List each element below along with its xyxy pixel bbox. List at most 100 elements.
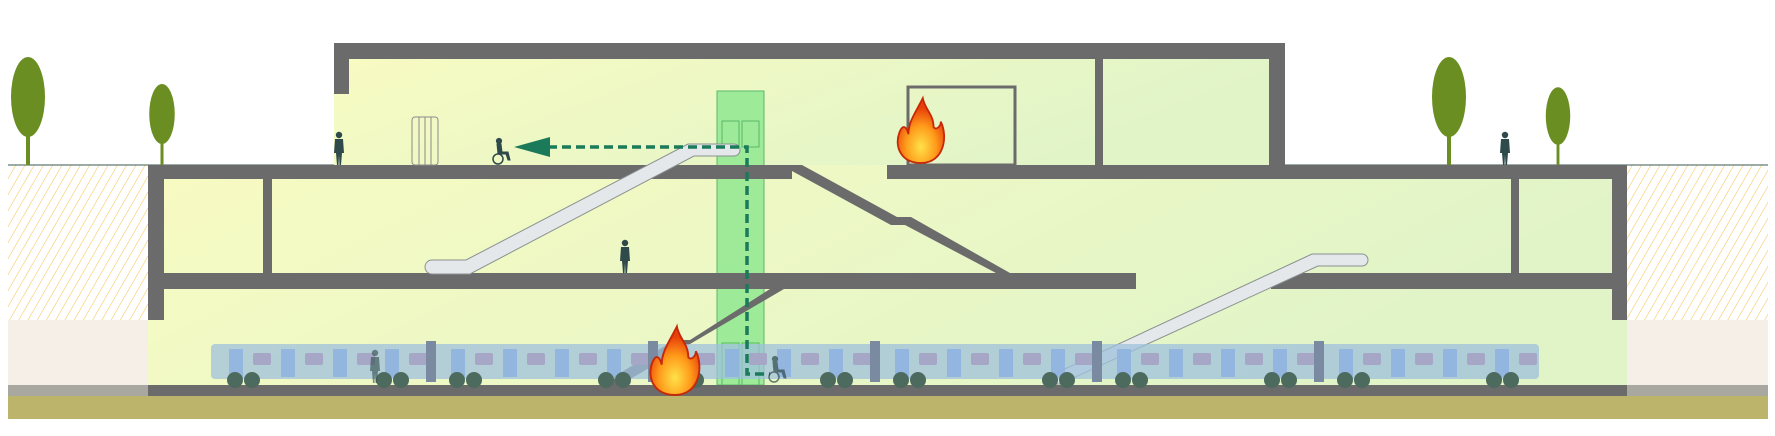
train-door (1273, 349, 1287, 377)
train-wheel (598, 372, 614, 388)
train-wheel (1354, 372, 1370, 388)
train-door (1495, 349, 1509, 377)
train-window (579, 353, 597, 365)
train-wheel (1264, 372, 1280, 388)
train-door (385, 349, 399, 377)
outer-wall-left (148, 165, 164, 320)
train-door (333, 349, 347, 377)
train-window (971, 353, 989, 365)
upper-left-wall (334, 43, 349, 94)
train-window (1415, 353, 1433, 365)
train-window (305, 353, 323, 365)
train-door (947, 349, 961, 377)
column-right (1511, 179, 1519, 273)
train-door (1391, 349, 1405, 377)
train-window (475, 353, 493, 365)
train-wheel (393, 372, 409, 388)
train-wheel (1281, 372, 1297, 388)
ground-base (8, 396, 1768, 419)
train-window (527, 353, 545, 365)
level1-slab-right (887, 165, 1627, 179)
train-door (607, 349, 621, 377)
train-wheel (376, 372, 392, 388)
train-wheel (1042, 372, 1058, 388)
roof-slab (334, 43, 1285, 59)
tree-icon (149, 84, 175, 165)
soil-hatch-right (1627, 165, 1768, 320)
train-wheel (1132, 372, 1148, 388)
train-window (1519, 353, 1537, 365)
train-door (1221, 349, 1235, 377)
train-wheel (227, 372, 243, 388)
train-wheel (1486, 372, 1502, 388)
train-wheel (449, 372, 465, 388)
person-icon (1500, 131, 1510, 165)
level1-slab-left (148, 165, 792, 179)
train-door (1339, 349, 1353, 377)
escape-route-path (548, 145, 770, 376)
train-door (1443, 349, 1457, 377)
train-window (357, 353, 375, 365)
train-window (409, 353, 427, 365)
train-wheel (615, 372, 631, 388)
train-coupling (870, 341, 880, 382)
train-coupling (1092, 341, 1102, 382)
train-door (1051, 349, 1065, 377)
level2-slab-right (1271, 273, 1627, 289)
upper-hall-interior (334, 59, 1269, 165)
train-wheel (893, 372, 909, 388)
train-door (451, 349, 465, 377)
train-window (749, 353, 767, 365)
train-window (1023, 353, 1041, 365)
platform-slab (148, 385, 1627, 396)
train-door (999, 349, 1013, 377)
train-wheel (837, 372, 853, 388)
train-door (503, 349, 517, 377)
rock-layer-right (1627, 320, 1768, 385)
train-window (697, 353, 715, 365)
train-wheel (1115, 372, 1131, 388)
arrow-left-icon (514, 137, 550, 157)
train-window (853, 353, 871, 365)
level2-slab-left (148, 273, 1136, 289)
elevator-icon (716, 90, 765, 386)
train-wheel (1337, 372, 1353, 388)
train-window (253, 353, 271, 365)
train-door (281, 349, 295, 377)
train-window (801, 353, 819, 365)
train-window (1141, 353, 1159, 365)
turnstile-icon (411, 116, 439, 166)
rock-layer-left (8, 320, 148, 385)
train-door (1169, 349, 1183, 377)
outer-wall-right (1612, 165, 1627, 320)
train-door (829, 349, 843, 377)
train-window (631, 353, 649, 365)
soil-hatch-left (8, 165, 148, 320)
tree-icon (11, 57, 45, 165)
escape-route (514, 137, 770, 376)
station-structure (148, 43, 1627, 396)
train-door (229, 349, 243, 377)
train-wheel (1059, 372, 1075, 388)
train-door (555, 349, 569, 377)
train-window (1467, 353, 1485, 365)
train-door (1117, 349, 1131, 377)
train-window (1297, 353, 1315, 365)
upper-partition-wall (1095, 59, 1103, 165)
train-coupling (1314, 341, 1324, 382)
train-wheel (466, 372, 482, 388)
train-wheel (910, 372, 926, 388)
stair-upper (792, 165, 1010, 273)
train-wheel (820, 372, 836, 388)
train-wheel (1503, 372, 1519, 388)
train-icon (211, 341, 1539, 388)
train-coupling (426, 341, 436, 382)
upper-right-wall (1269, 43, 1285, 165)
train-door (895, 349, 909, 377)
train-window (1363, 353, 1381, 365)
train-window (1075, 353, 1093, 365)
train-window (919, 353, 937, 365)
column-left (263, 179, 272, 273)
train-door (725, 349, 739, 377)
